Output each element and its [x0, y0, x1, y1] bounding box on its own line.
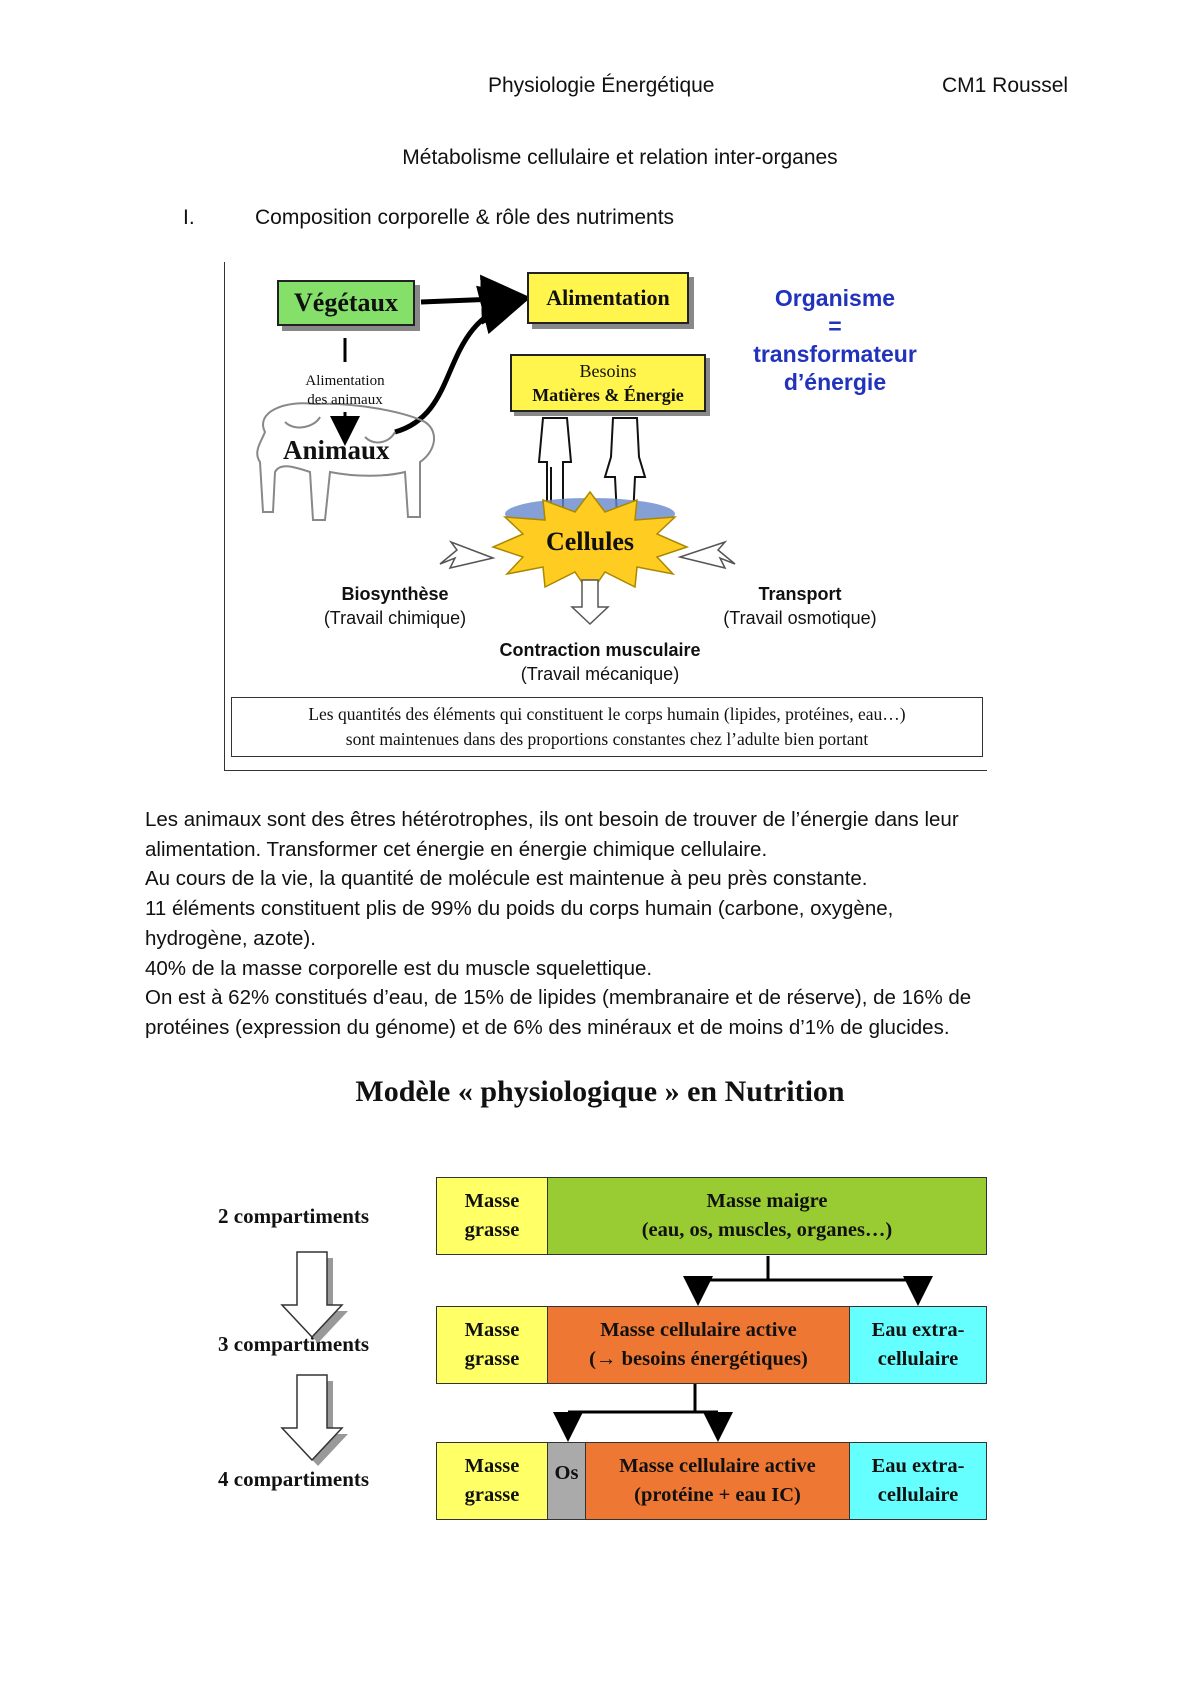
animaux-label: Animaux — [283, 435, 390, 465]
masse-maigre-line1: Masse maigre — [706, 1190, 828, 1212]
mca-line2: (→ besoins énergétiques) — [589, 1348, 808, 1370]
down-arrow-2 — [280, 1374, 348, 1466]
contraction-sub: (Travail mécanique) — [520, 664, 680, 684]
course-code: CM1 Roussel — [942, 74, 1069, 97]
cell-output-arrows — [439, 540, 736, 626]
masse-maigre-cell: Masse maigre (eau, os, muscles, organes…) — [548, 1178, 986, 1254]
arrow-animaux-alimentation — [394, 285, 531, 435]
besoins-label: Besoins — [579, 361, 637, 381]
eau-line1: Eau extra- — [871, 1455, 965, 1477]
paragraph-line: 11 éléments constituent plis de 99% du p… — [145, 897, 894, 921]
comp4-label: 4 compartiments — [218, 1467, 370, 1491]
masse-cellulaire-active-cell: Masse cellulaire active (protéine + eau I… — [586, 1443, 850, 1519]
mca4-line1: Masse cellulaire active — [619, 1455, 816, 1477]
model-row-3-compartments: Masse grasse Masse cellulaire active (→ be… — [436, 1306, 987, 1384]
biosynthese-sub: (Travail chimique) — [323, 608, 467, 628]
mca4-line2: (protéine + eau IC) — [634, 1484, 801, 1506]
organisme-line4: d’énergie — [783, 369, 887, 395]
vegetaux-box: Végétaux — [277, 280, 415, 326]
section-title: Composition corporelle & rôle des nutrim… — [255, 206, 675, 229]
alim-animaux-line2: des animaux — [307, 392, 383, 408]
model-row-2-compartments: Masse grasse Masse maigre (eau, os, muscle… — [436, 1177, 987, 1255]
comp2-label: 2 compartiments — [218, 1204, 370, 1228]
masse-grasse-line1: Masse — [464, 1319, 520, 1341]
course-title: Physiologie Énergétique — [488, 74, 715, 97]
masse-grasse-cell: Masse grasse — [437, 1307, 548, 1383]
eau-line2: cellulaire — [877, 1348, 959, 1370]
masse-cellulaire-active-cell: Masse cellulaire active (→ besoins énergé… — [548, 1307, 850, 1383]
masse-grasse-line1: Masse — [464, 1190, 520, 1212]
connector-2-to-3 — [683, 1256, 933, 1306]
eau-line2: cellulaire — [877, 1484, 959, 1506]
cow-drawing — [256, 402, 435, 521]
paragraph-line: 40% de la masse corporelle est du muscle… — [145, 956, 653, 980]
paragraph-line: On est à 62% constitués d’eau, de 15% de… — [145, 986, 972, 1010]
alim-animaux-label: Alimentation des animaux — [280, 372, 410, 410]
masse-grasse-line1: Masse — [464, 1455, 520, 1477]
caption-line1: Les quantités des éléments qui constitue… — [308, 704, 906, 724]
organisme-line1: Organisme — [774, 285, 896, 311]
biosynthese-title: Biosynthèse — [341, 584, 449, 604]
organisme-line2: = — [828, 313, 842, 339]
caption-line2: sont maintenues dans des proportions con… — [345, 729, 869, 749]
besoins-sub-label: Matières & Énergie — [532, 385, 684, 405]
paragraph-line: Les animaux sont des êtres hétérotrophes… — [145, 808, 959, 831]
down-arrow-1 — [280, 1251, 348, 1343]
section-number: I. — [183, 206, 195, 229]
comp3-label: 3 compartiments — [218, 1332, 370, 1356]
cellules-label: Cellules — [545, 527, 635, 556]
organisme-line3: transformateur — [753, 341, 917, 367]
mca-line1: Masse cellulaire active — [600, 1319, 797, 1341]
connector-3-to-4 — [553, 1384, 733, 1442]
alimentation-box: Alimentation — [527, 272, 689, 324]
alim-animaux-line1: Alimentation — [305, 373, 385, 389]
masse-grasse-cell: Masse grasse — [437, 1443, 548, 1519]
transport-sub: (Travail osmotique) — [723, 608, 877, 628]
body-paragraph: Les animaux sont des êtres hétérotrophes… — [145, 805, 1065, 1043]
masse-grasse-line2: grasse — [464, 1348, 520, 1370]
nutrition-model-title: Modèle « physiologique » en Nutrition — [355, 1075, 845, 1108]
eau-extracellulaire-cell: Eau extra-cellulaire — [850, 1307, 986, 1383]
masse-grasse-line2: grasse — [464, 1484, 520, 1506]
besoins-box: Besoins Matières & Énergie — [510, 354, 706, 412]
energy-diagram: Végétaux Alimentation Besoins Matières &… — [224, 262, 987, 771]
masse-maigre-line2: (eau, os, muscles, organes…) — [641, 1219, 893, 1241]
paragraph-line: hydrogène, azote). — [145, 926, 316, 950]
paragraph-line: Au cours de la vie, la quantité de moléc… — [145, 867, 868, 891]
transport-label: Transport (Travail osmotique) — [695, 582, 905, 630]
model-row-4-compartments: Masse grasse Os Masse cellulaire active (p… — [436, 1442, 987, 1520]
eau-extracellulaire-cell: Eau extra-cellulaire — [850, 1443, 986, 1519]
paragraph-line: alimentation. Transformer cet énergie en… — [145, 837, 768, 861]
paragraph-line: protéines (expression du génome) et de 6… — [145, 1015, 950, 1039]
transport-title: Transport — [758, 584, 842, 604]
contraction-label: Contraction musculaire (Travail mécaniqu… — [475, 638, 725, 686]
organisme-label: Organisme = transformateur d’énergie — [725, 284, 945, 396]
masse-grasse-line2: grasse — [464, 1219, 520, 1241]
os-cell: Os — [548, 1443, 586, 1519]
biosynthese-label: Biosynthèse (Travail chimique) — [295, 582, 495, 630]
eau-line1: Eau extra- — [871, 1319, 965, 1341]
page-title: Métabolisme cellulaire et relation inter… — [402, 146, 838, 169]
contraction-title: Contraction musculaire — [499, 640, 701, 660]
figure-caption-box: Les quantités des éléments qui constitue… — [231, 697, 983, 757]
masse-grasse-cell: Masse grasse — [437, 1178, 548, 1254]
